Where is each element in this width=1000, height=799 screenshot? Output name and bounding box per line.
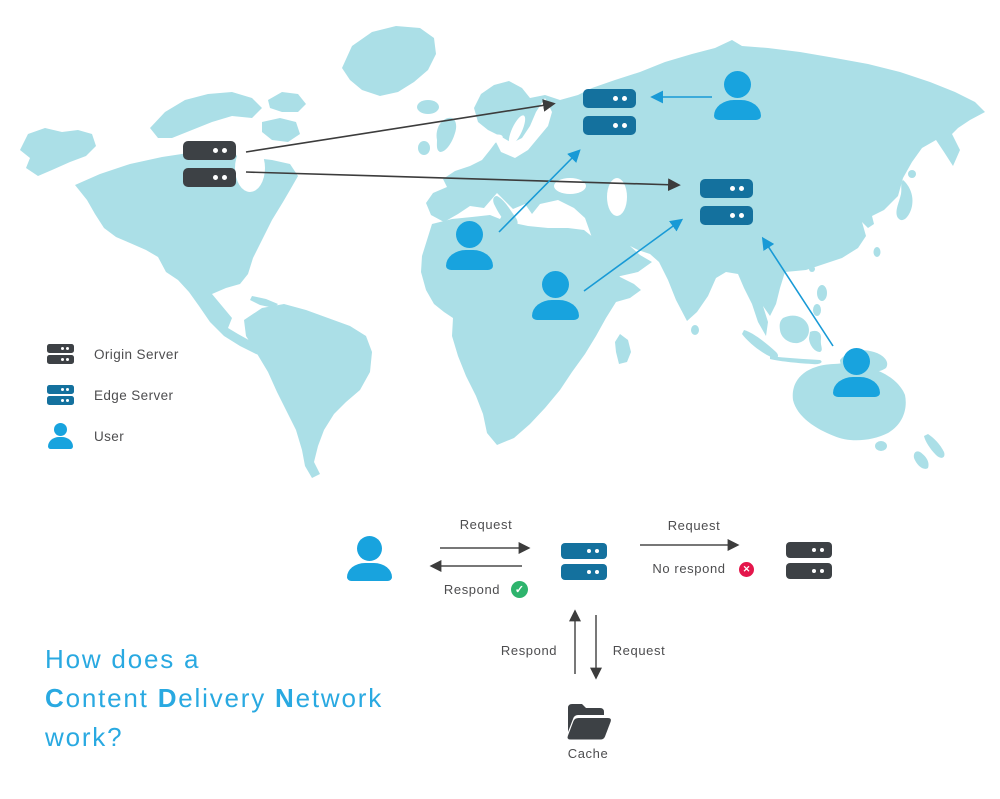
arrow-user-sudan-to-edge-asia [583,218,684,292]
iceland [417,100,439,114]
title-line-2: Content Delivery Network [45,683,384,713]
flow-label-respond-cache: Respond [500,643,558,658]
user-head [357,536,382,561]
server-bar [561,543,607,559]
continents [20,26,985,478]
legend-label: Edge Server [94,387,174,403]
server-bar [183,168,236,187]
server-bar [786,542,832,558]
edge-server-europe-icon [583,89,636,135]
flow-label-respond-user-edge: Respond [443,582,501,597]
user-australia-icon [833,348,880,397]
user-head [542,271,569,298]
legend-item-user: User [40,423,124,449]
cache-folder-icon [567,704,611,740]
server-bar [561,564,607,580]
inland-seas [235,115,627,216]
server-bar [183,141,236,160]
user-body [347,563,392,581]
edge-server-icon [46,385,74,405]
continent-greenland [342,26,436,96]
flow-origin-server-icon [786,542,832,579]
sicily [501,227,509,235]
user-head [843,348,870,375]
legend-item-origin-server: Origin Server [40,344,179,364]
cuba [250,296,278,308]
success-check-icon: ✓ [511,581,528,598]
flow-label-request-cache: Request [612,643,666,658]
user-russia-icon [714,71,761,120]
arctic-islands [150,92,306,142]
legend-item-edge-server: Edge Server [40,385,173,405]
flow-label-no-respond: No respond [652,561,726,576]
legend-label: Origin Server [94,346,179,362]
user-head [456,221,483,248]
origin-server-map-icon [183,141,236,187]
user-body [446,250,493,270]
great-britain [436,117,457,152]
server-bar [583,89,636,108]
cache-label: Cache [567,746,609,761]
flow-label-request-user-edge: Request [459,517,513,532]
arrow-origin-to-edge-asia [245,171,681,192]
user-body [714,100,761,120]
flow-user-icon [347,536,392,581]
east-asia-islands [809,170,916,272]
origin-server-icon [46,344,74,364]
legend-label: User [94,428,125,444]
continent-alaska [20,128,96,176]
user-head [724,71,751,98]
user-body [833,377,880,397]
user-icon [47,423,73,449]
user-sudan-icon [532,271,579,320]
title-line-3: work? [45,722,124,752]
edge-server-asia-icon [700,179,753,225]
arrow-origin-to-edge-europe [245,99,556,153]
sri-lanka [691,325,699,335]
tasmania [875,441,887,451]
error-cross-icon: ✕ [739,562,754,577]
ireland [418,141,430,155]
continent-south-america [244,304,372,478]
madagascar [615,334,631,364]
flow-edge-server-icon [561,543,607,580]
user-body [532,300,579,320]
title-line-1: How does a [45,644,201,674]
server-bar [700,206,753,225]
arrow-user-algeria-to-edge-europe [498,149,581,233]
server-bar [583,116,636,135]
arrow-user-australia-to-edge-asia [761,236,834,347]
user-algeria-icon [446,221,493,270]
page-title: How does a Content Delivery Network work… [45,640,383,757]
server-bar [786,563,832,579]
new-zealand [913,434,945,469]
flow-label-request-edge-origin: Request [667,518,721,533]
server-bar [700,179,753,198]
italy [493,196,518,228]
